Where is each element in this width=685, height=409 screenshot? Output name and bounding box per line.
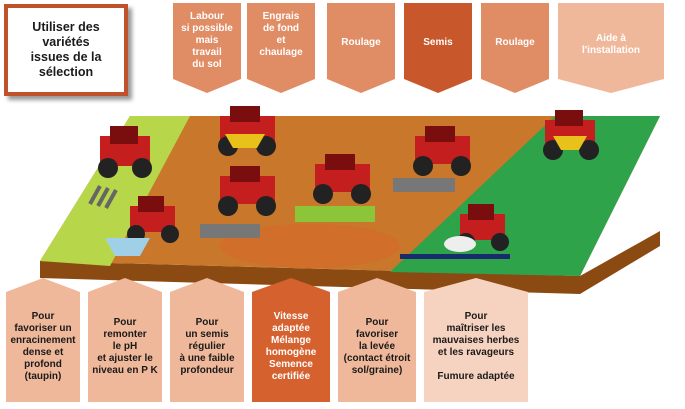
note-vitesse-text: Vitesse adaptée Mélange homogène Semence… [266,311,317,383]
step-roulage-1: Roulage [327,3,395,79]
step-semis-label: Semis [423,37,452,79]
step-labour: Labour si possible mais travail du sol [173,3,241,79]
step-engrais-label: Engrais de fond et chaulage [259,11,302,79]
note-ph-text: Pour remonter le pH et ajuster le niveau… [92,317,157,377]
note-enracinement-text: Pour favoriser un enracinement dense et … [10,311,75,383]
note-levee: Pour favoriser la levée (contact étroit … [338,292,416,402]
step-aide: Aide à l'installation [558,3,664,79]
note-semis: Pour un semis régulier à une faible prof… [170,292,244,402]
note-enracinement: Pour favoriser un enracinement dense et … [6,292,80,402]
title-text: Utiliser des variétés issues de la sélec… [12,20,120,80]
note-semis-text: Pour un semis régulier à une faible prof… [179,317,234,377]
step-labour-label: Labour si possible mais travail du sol [181,11,233,79]
step-aide-label: Aide à l'installation [582,33,640,79]
step-roulage-2-label: Roulage [495,37,534,79]
step-roulage-2: Roulage [481,3,549,79]
step-semis: Semis [404,3,472,79]
note-vitesse: Vitesse adaptée Mélange homogène Semence… [252,292,330,402]
field-illustration [0,96,685,296]
step-roulage-1-label: Roulage [341,37,380,79]
note-herbes-text: Pour maîtriser les mauvaises herbes et l… [433,311,520,383]
step-engrais: Engrais de fond et chaulage [247,3,315,79]
note-levee-text: Pour favoriser la levée (contact étroit … [344,317,411,377]
note-herbes: Pour maîtriser les mauvaises herbes et l… [424,292,528,402]
note-ph: Pour remonter le pH et ajuster le niveau… [88,292,162,402]
title-box: Utiliser des variétés issues de la sélec… [4,4,128,96]
